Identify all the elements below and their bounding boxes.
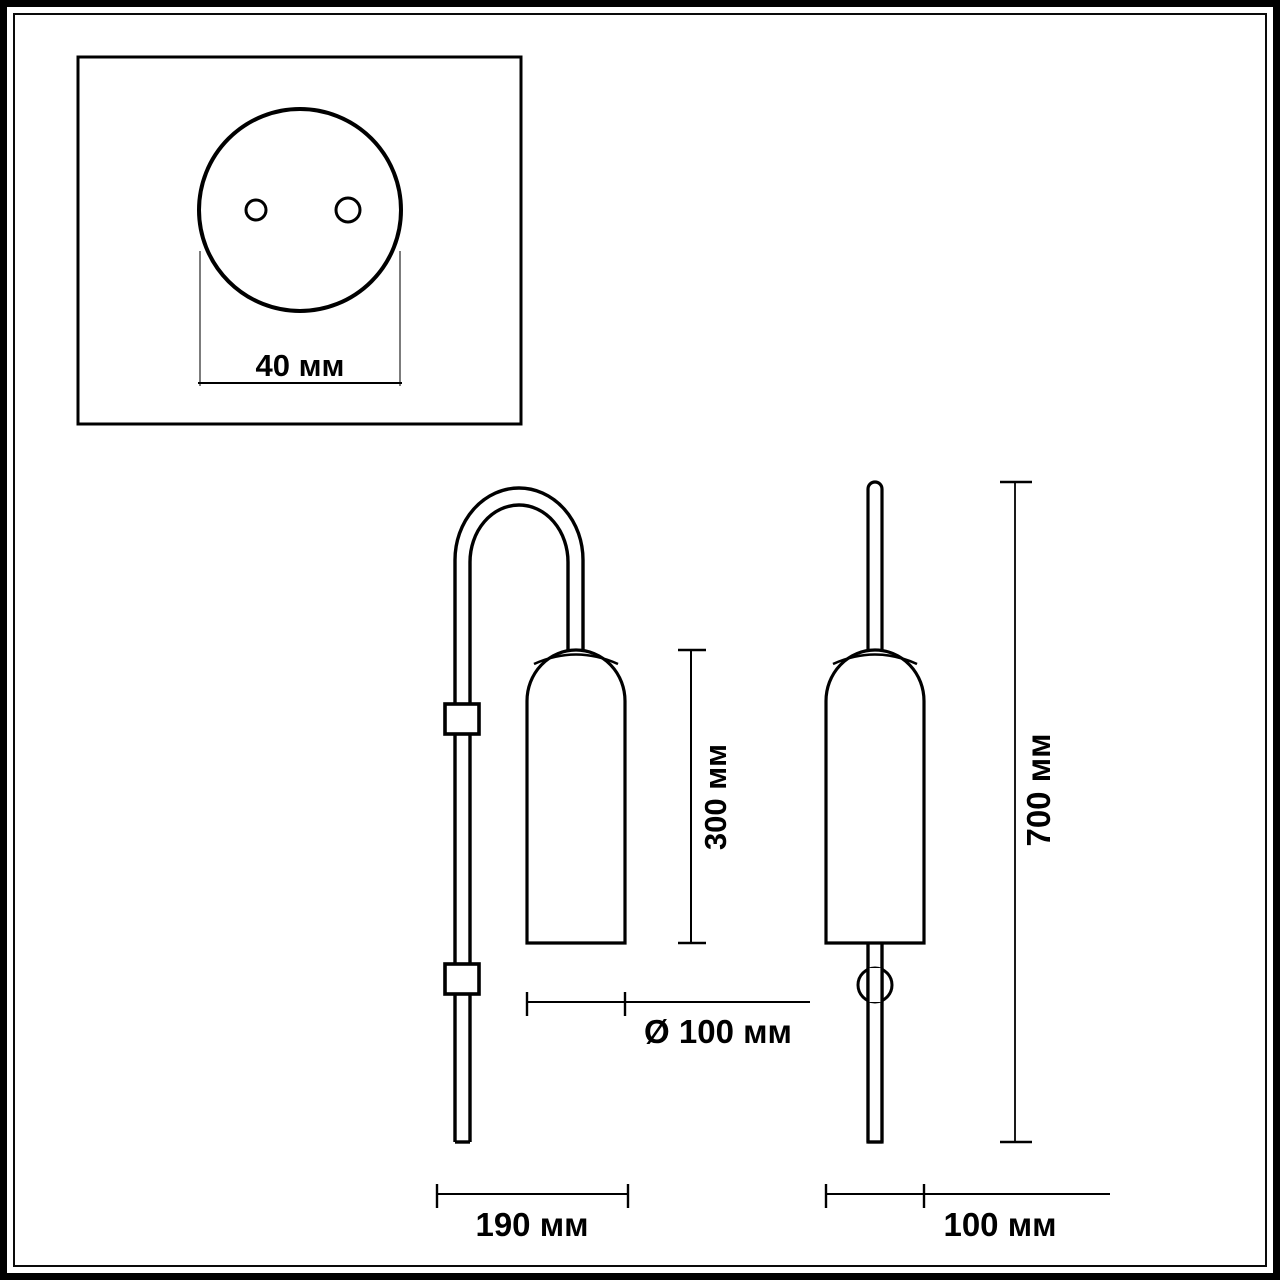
arm-outer-wall — [453, 486, 585, 1142]
screw-hole-left-icon — [244, 198, 268, 222]
mounting-plate-circle — [197, 107, 403, 313]
total-height-label: 700 мм — [1020, 733, 1057, 846]
projection-label: 190 мм — [475, 1206, 588, 1243]
front-shade-collar — [832, 653, 918, 666]
cable-clamp-lower — [443, 962, 481, 996]
arm-inner-wall — [468, 503, 570, 1142]
inner-frame-rule — [13, 13, 1267, 1267]
front-shade-body — [824, 648, 926, 945]
side-shade-collar — [533, 653, 619, 666]
front-width-label: 100 мм — [943, 1206, 1056, 1243]
shade-diameter-label: Ø 100 мм — [644, 1013, 792, 1050]
plate-diameter-label: 40 мм — [256, 348, 345, 383]
screw-hole-right-icon — [334, 196, 362, 224]
side-view-group: 300 мм Ø 100 мм 190 мм — [435, 486, 810, 1243]
front-rod-over-clamp-mask — [869, 968, 881, 1002]
side-shade-body — [525, 648, 627, 945]
mounting-plate-detail-box: 40 мм — [76, 55, 523, 426]
front-view-group: 700 мм 100 мм — [824, 480, 1110, 1243]
cable-clamp-upper — [443, 702, 481, 736]
shade-height-label: 300 мм — [698, 744, 733, 850]
